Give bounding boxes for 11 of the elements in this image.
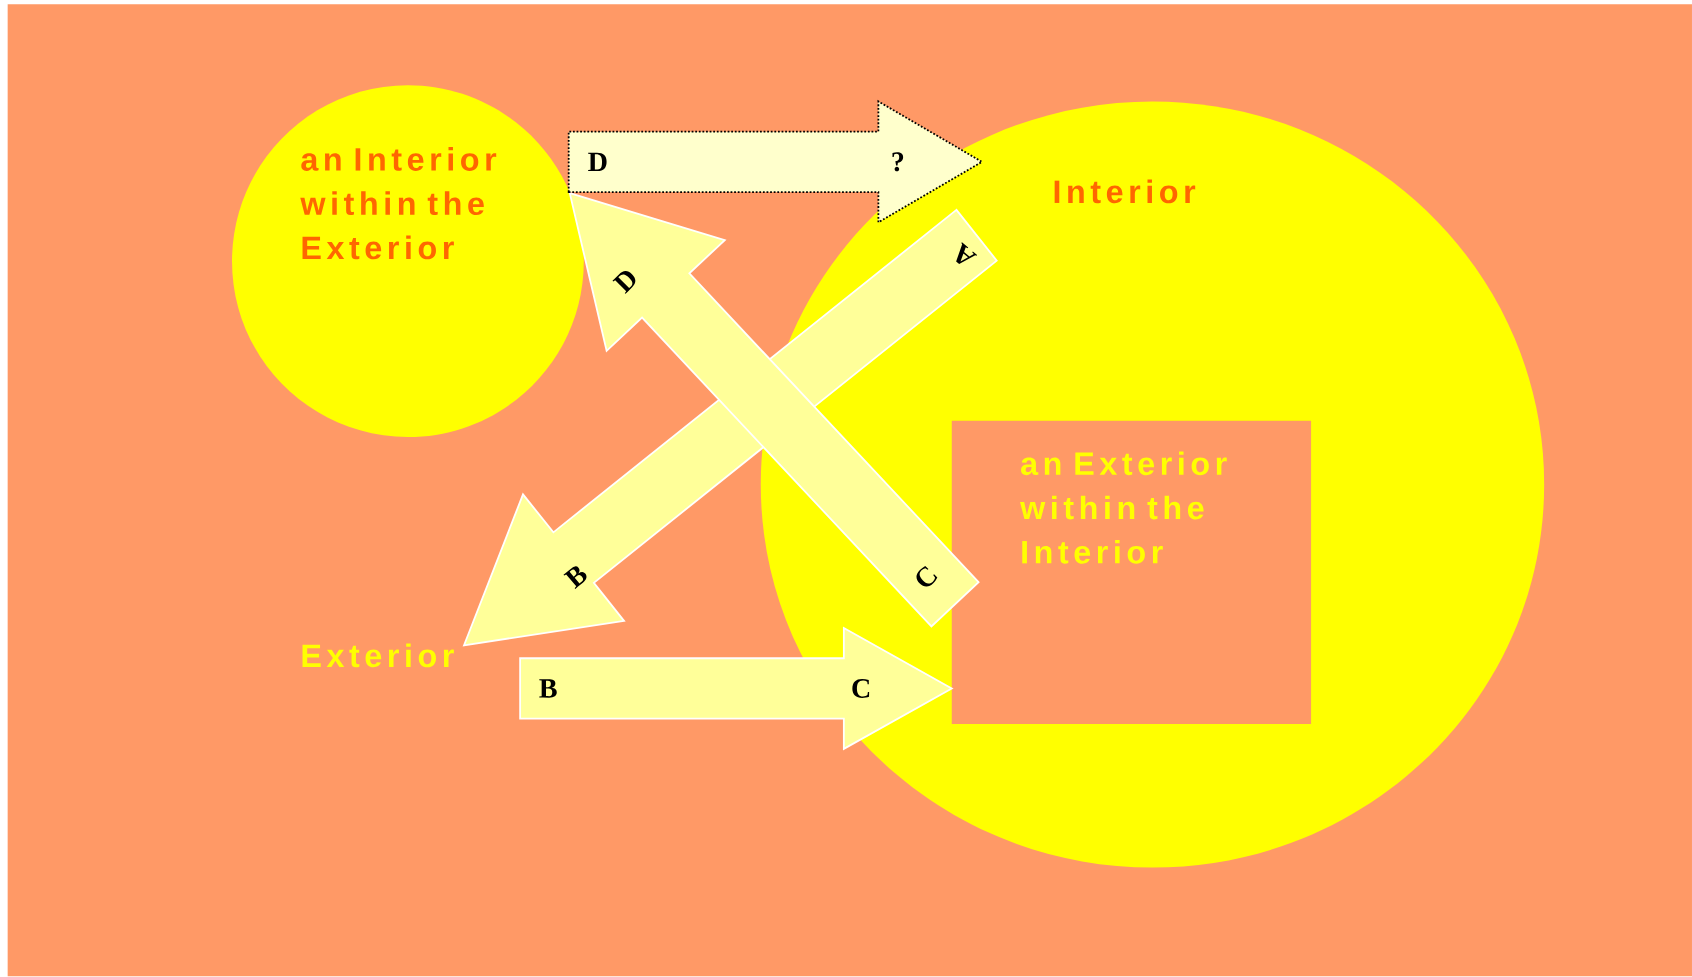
block-arrow [568,192,980,628]
block-arrow [519,626,954,751]
arrow-letter: C [852,679,870,699]
box: an Exterior within the Interior [951,421,1312,725]
arrow-letter: B [563,566,587,590]
arrow-letter: A [956,242,978,265]
arrow-letter: D [612,271,636,295]
text: Exterior [302,643,454,668]
arrow-letter: ? [892,152,904,172]
block-arrow [567,100,984,225]
arrow-letter: B [539,679,557,698]
